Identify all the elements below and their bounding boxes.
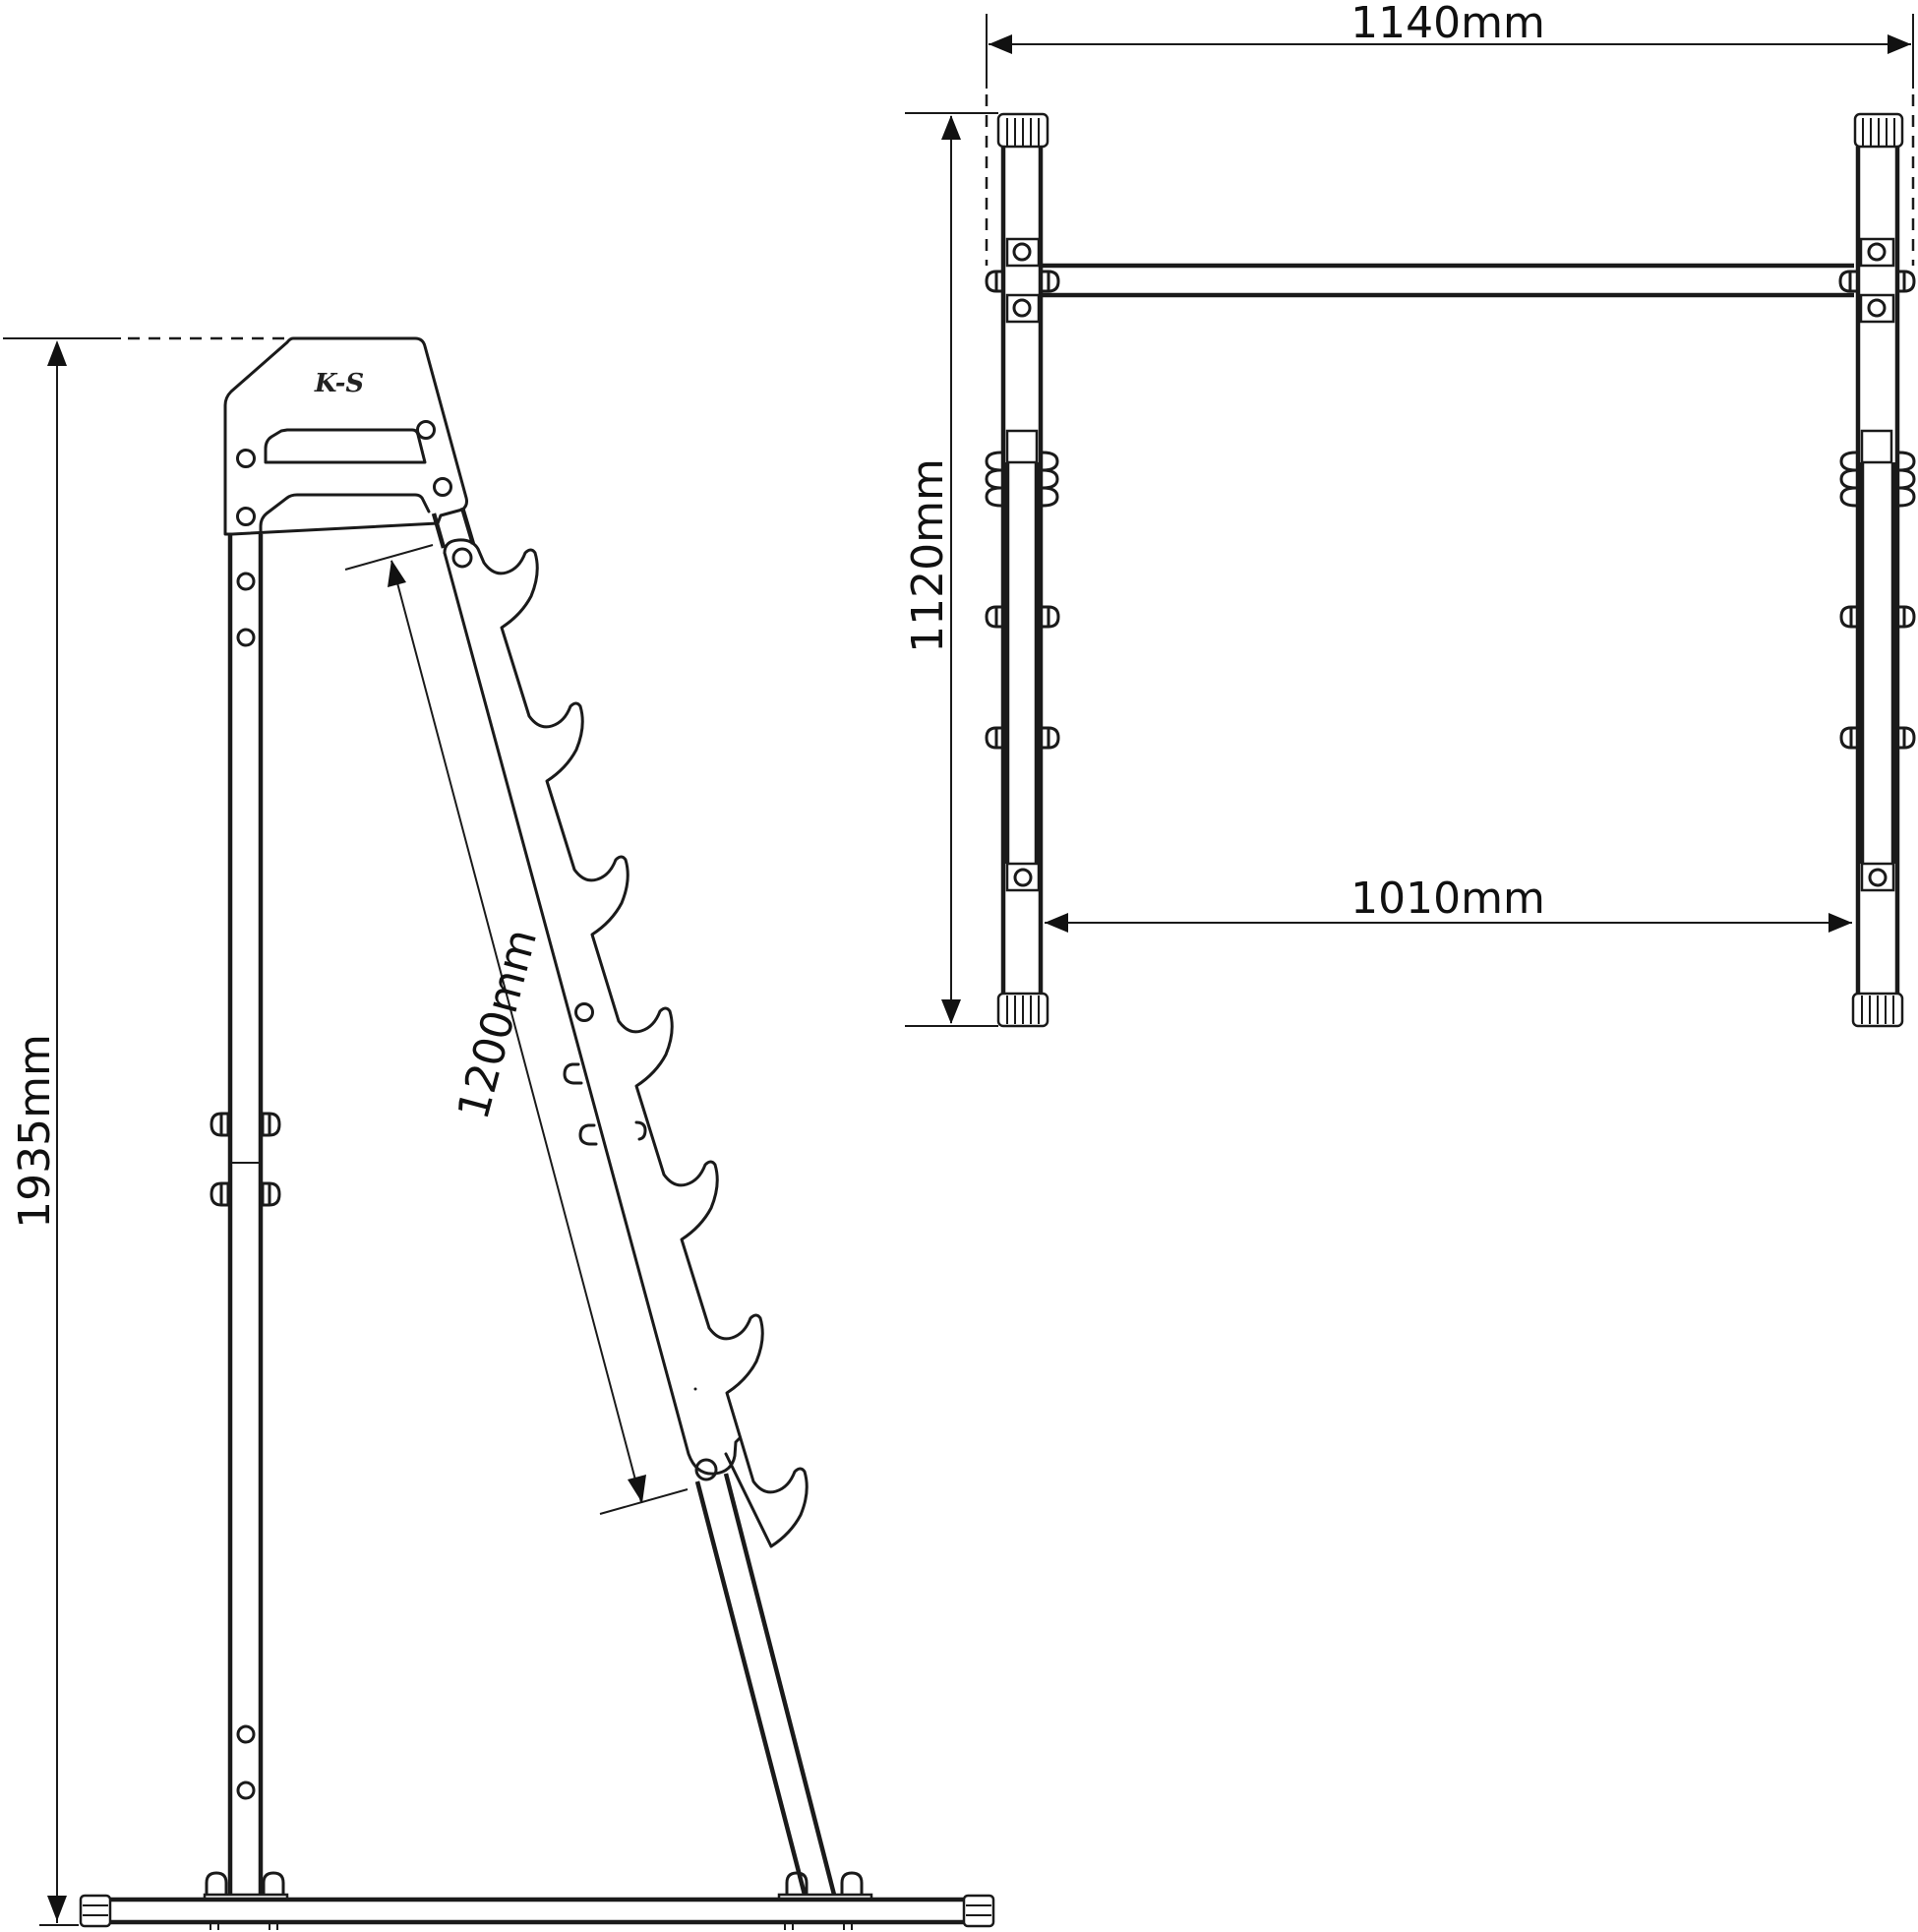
arrow-right-icon <box>1828 913 1852 933</box>
bolt-hole <box>1867 242 1887 262</box>
right-frame <box>1838 112 1916 1028</box>
upright-post <box>210 534 281 1897</box>
rack-length-dimension: 1200mm <box>344 544 689 1515</box>
bolt-hole <box>574 1002 594 1022</box>
bolt-hole <box>236 449 256 468</box>
left-frame <box>985 112 1060 1028</box>
arrow-up-icon <box>388 560 406 587</box>
width-dimension: 1140mm <box>985 0 1915 266</box>
bolt-hole <box>1013 868 1033 887</box>
top-view: 1140mm 1120mm 1010mm <box>903 0 1916 1028</box>
crossbar <box>1043 263 1854 298</box>
end-cap <box>79 1894 112 1928</box>
bolt-hole <box>236 1724 256 1744</box>
side-view: 1935mm K-S <box>3 336 995 1930</box>
base-foot <box>79 1871 995 1930</box>
bolt-hole <box>1867 298 1887 318</box>
arrow-right-icon <box>1888 34 1911 54</box>
bolt-hole <box>433 477 452 497</box>
bolt-hole <box>236 1781 256 1800</box>
diagonal-support <box>694 1473 873 1902</box>
width-label: 1140mm <box>1350 0 1545 48</box>
arrow-down-icon <box>47 1896 67 1921</box>
bolt-hole <box>236 572 256 591</box>
bolt-hole <box>236 507 256 526</box>
bolt-hole <box>1868 868 1888 887</box>
arrow-down-icon <box>628 1475 646 1503</box>
inner-width-label: 1010mm <box>1350 874 1545 924</box>
plate-connector <box>431 507 476 549</box>
inner-width-dimension: 1010mm <box>1045 874 1852 933</box>
bolt-hole <box>1012 298 1032 318</box>
depth-dimension: 1120mm <box>903 112 998 1027</box>
arrow-left-icon <box>989 34 1012 54</box>
end-cap <box>962 1894 995 1928</box>
bolt-hole <box>236 628 256 647</box>
arrow-left-icon <box>1045 913 1068 933</box>
arrow-down-icon <box>941 999 961 1024</box>
depth-label: 1120mm <box>903 458 953 653</box>
brand-logo: K-S <box>314 369 364 398</box>
height-dimension: 1935mm <box>3 336 287 1926</box>
bolt-hole <box>451 547 473 569</box>
height-label: 1935mm <box>10 1034 60 1229</box>
bolt-hole <box>416 420 436 440</box>
arrow-up-icon <box>941 115 961 140</box>
arrow-up-icon <box>47 340 67 366</box>
bolt-hole <box>694 1458 718 1481</box>
bolt-hole <box>1012 242 1032 262</box>
hook-rack <box>443 538 809 1548</box>
top-plate: K-S <box>223 336 468 536</box>
